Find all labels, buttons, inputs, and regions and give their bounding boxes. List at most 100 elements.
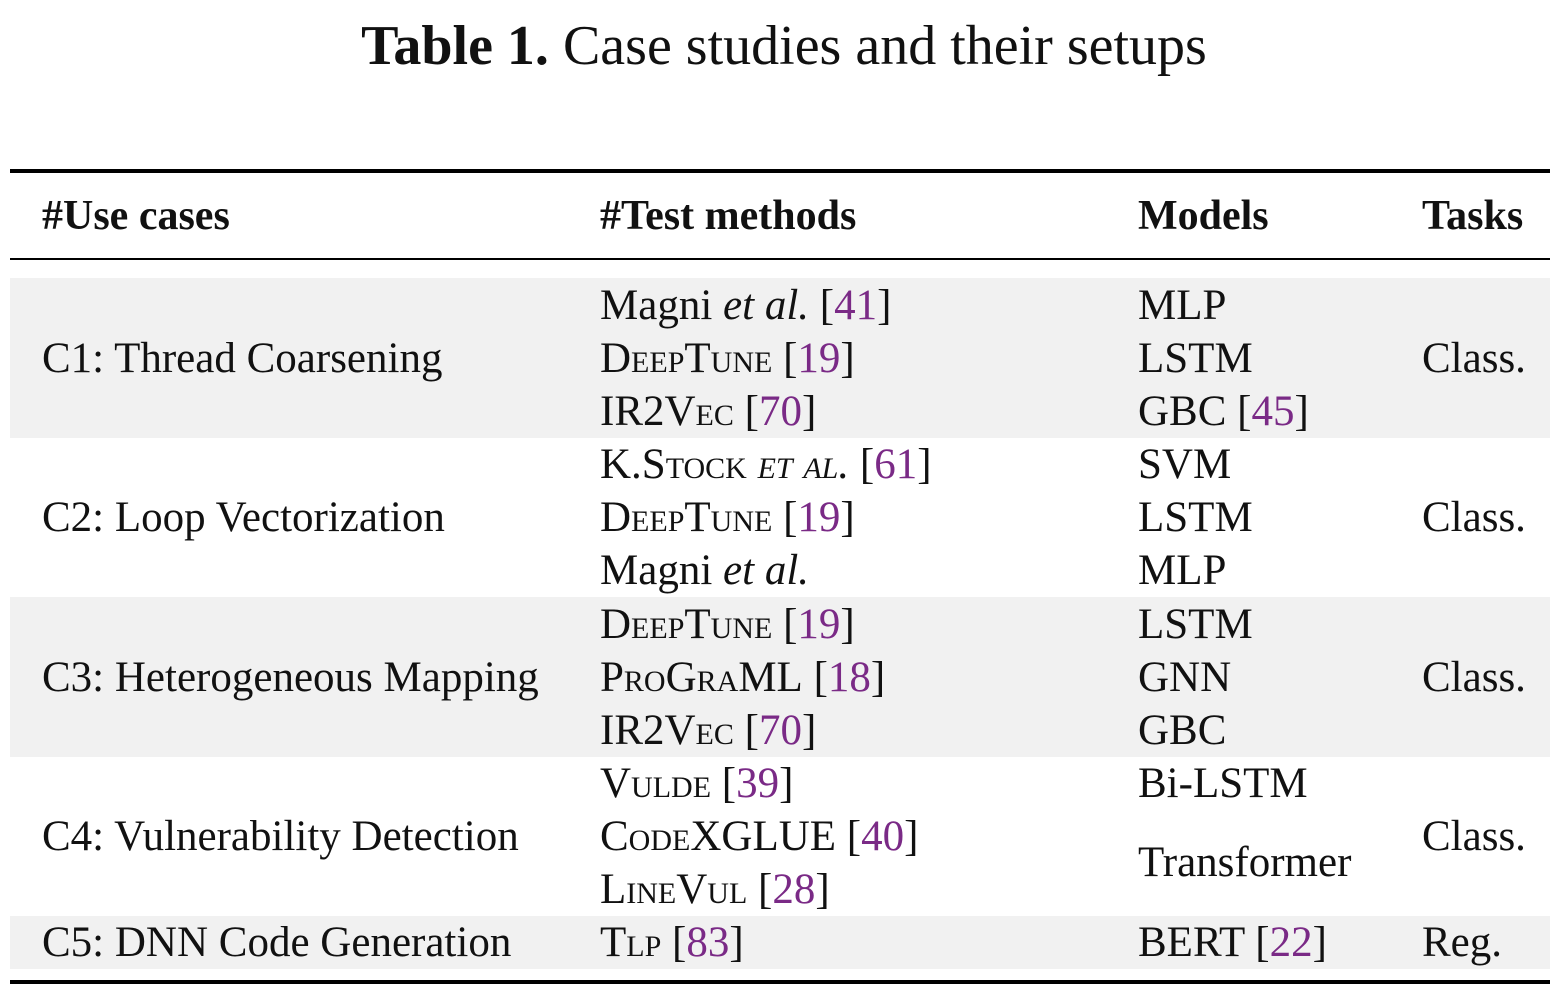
caption-label: Table 1. xyxy=(361,15,549,77)
citation-link[interactable]: 70 xyxy=(758,706,802,754)
test-method-item: Vulde [39] xyxy=(600,760,794,807)
model-name: GBC xyxy=(1138,387,1227,435)
model-item: MLP xyxy=(1138,547,1227,594)
method-suffix: et al. xyxy=(757,441,850,488)
test-method-item: CodeXGLUE [40] xyxy=(600,813,919,860)
test-method-item: DeepTune [19] xyxy=(600,600,855,648)
method-name: Vulde xyxy=(600,760,712,807)
method-suffix: et al. xyxy=(723,281,810,329)
header-rule xyxy=(10,258,1550,260)
use-case-cell: C2: Loop Vectorization xyxy=(42,438,445,597)
models-cell: BERT [22] xyxy=(1138,916,1327,969)
task-cell: Class. xyxy=(1422,597,1526,757)
table-row-group: C5: DNN Code Generation Tlp [83] BERT [2… xyxy=(10,916,1550,969)
use-case-cell: C1: Thread Coarsening xyxy=(42,278,442,438)
method-name: IR2Vec xyxy=(600,706,734,754)
test-methods-cell: Vulde [39] CodeXGLUE [40] LineVul [28] xyxy=(600,757,918,916)
model-item: GBC xyxy=(1138,706,1227,754)
task-label: Reg. xyxy=(1422,919,1503,966)
citation-link[interactable]: 28 xyxy=(772,866,816,913)
bottom-rule xyxy=(10,980,1550,984)
test-methods-cell: Tlp [83] xyxy=(600,916,744,969)
models-cell: MLP LSTM GBC [45] xyxy=(1138,278,1309,438)
model-item: GNN xyxy=(1138,653,1232,701)
method-name: K.Stock xyxy=(600,441,747,488)
test-method-item: Magni et al. xyxy=(600,544,932,597)
model-item: GBC [45] xyxy=(1138,387,1309,435)
header-tasks: Tasks xyxy=(1422,193,1524,239)
table-row-group: C2: Loop Vectorization K.Stock et al. [6… xyxy=(10,438,1550,597)
citation-link[interactable]: 83 xyxy=(686,919,730,966)
test-methods-cell: Magni et al. [41] DeepTune [19] IR2Vec [… xyxy=(600,278,891,438)
task-label: Class. xyxy=(1422,334,1526,382)
use-case-label: C3: Heterogeneous Mapping xyxy=(42,653,539,701)
method-name: DeepTune xyxy=(600,334,773,382)
use-case-label: C1: Thread Coarsening xyxy=(42,334,443,382)
citation-link[interactable]: 22 xyxy=(1269,919,1313,966)
test-method-item: LineVul [28] xyxy=(600,866,830,913)
test-method-item: Tlp [83] xyxy=(600,919,744,966)
model-item: LSTM xyxy=(1138,494,1253,541)
citation-link[interactable]: 19 xyxy=(797,494,841,541)
test-method-item: Magni et al. [41] xyxy=(600,281,892,329)
task-label: Class. xyxy=(1422,813,1526,860)
citation-link[interactable]: 40 xyxy=(861,813,905,860)
citation-link[interactable]: 70 xyxy=(758,387,802,435)
method-suffix: et al. xyxy=(723,547,810,594)
use-case-cell: C5: DNN Code Generation xyxy=(42,916,511,969)
test-method-item: IR2Vec [70] xyxy=(600,706,817,754)
caption-text: Case studies and their setups xyxy=(562,15,1207,77)
citation-link[interactable]: 61 xyxy=(874,441,918,488)
method-name: CodeXGLUE xyxy=(600,813,837,860)
table-caption: Table 1. Case studies and their setups xyxy=(0,6,1568,86)
table-header-row: #Use cases #Test methods Models Tasks xyxy=(0,186,1568,246)
citation-link[interactable]: 41 xyxy=(834,281,878,329)
method-name: LineVul xyxy=(600,866,748,913)
test-method-item: ProGraML [18] xyxy=(600,653,886,701)
citation-link[interactable]: 19 xyxy=(797,334,841,382)
model-item: SVM xyxy=(1138,441,1232,488)
task-cell: Class. xyxy=(1422,438,1526,597)
model-item: Transformer xyxy=(1138,839,1352,886)
header-test-methods: #Test methods xyxy=(600,193,857,239)
method-name: DeepTune xyxy=(600,494,773,541)
method-name: Magni xyxy=(600,547,724,594)
task-cell: Reg. xyxy=(1422,916,1502,969)
task-label: Class. xyxy=(1422,653,1526,701)
use-case-label: C2: Loop Vectorization xyxy=(42,494,445,541)
header-models: Models xyxy=(1138,193,1269,239)
citation-link[interactable]: 19 xyxy=(797,600,841,648)
use-case-cell: C4: Vulnerability Detection xyxy=(42,757,519,916)
use-case-cell: C3: Heterogeneous Mapping xyxy=(42,597,539,757)
citation-link[interactable]: 39 xyxy=(736,760,780,807)
model-item: BERT [22] xyxy=(1138,919,1327,966)
model-item: LSTM xyxy=(1138,334,1253,382)
test-method-item: DeepTune [19] xyxy=(600,334,855,382)
table-row-group: C1: Thread Coarsening Magni et al. [41] … xyxy=(10,278,1550,438)
test-methods-cell: K.Stock et al. [61] DeepTune [19] Magni … xyxy=(600,438,932,597)
model-item: LSTM xyxy=(1138,600,1253,648)
model-name: BERT xyxy=(1138,919,1245,966)
citation-link[interactable]: 18 xyxy=(827,653,871,701)
method-name: DeepTune xyxy=(600,600,773,648)
model-item: MLP xyxy=(1138,281,1227,329)
method-name: Tlp xyxy=(600,919,662,966)
table-row-group: C4: Vulnerability Detection Vulde [39] C… xyxy=(10,757,1550,916)
task-label: Class. xyxy=(1422,494,1526,541)
test-method-item: IR2Vec [70] xyxy=(600,387,817,435)
test-methods-cell: DeepTune [19] ProGraML [18] IR2Vec [70] xyxy=(600,597,885,757)
task-cell: Class. xyxy=(1422,278,1526,438)
method-name: IR2Vec xyxy=(600,387,734,435)
models-cell: LSTM GNN GBC xyxy=(1138,597,1253,757)
header-use-cases: #Use cases xyxy=(42,193,230,239)
use-case-label: C4: Vulnerability Detection xyxy=(42,813,519,860)
citation-link[interactable]: 45 xyxy=(1251,387,1295,435)
models-cell: Bi-LSTM Transformer xyxy=(1138,757,1351,916)
models-cell: SVM LSTM MLP xyxy=(1138,438,1253,597)
table-row-group: C3: Heterogeneous Mapping DeepTune [19] … xyxy=(10,597,1550,757)
method-name: ProGraML xyxy=(600,653,803,701)
task-cell: Class. xyxy=(1422,757,1526,916)
use-case-label: C5: DNN Code Generation xyxy=(42,919,512,966)
method-name: Magni xyxy=(600,281,724,329)
test-method-item: DeepTune [19] xyxy=(600,494,855,541)
